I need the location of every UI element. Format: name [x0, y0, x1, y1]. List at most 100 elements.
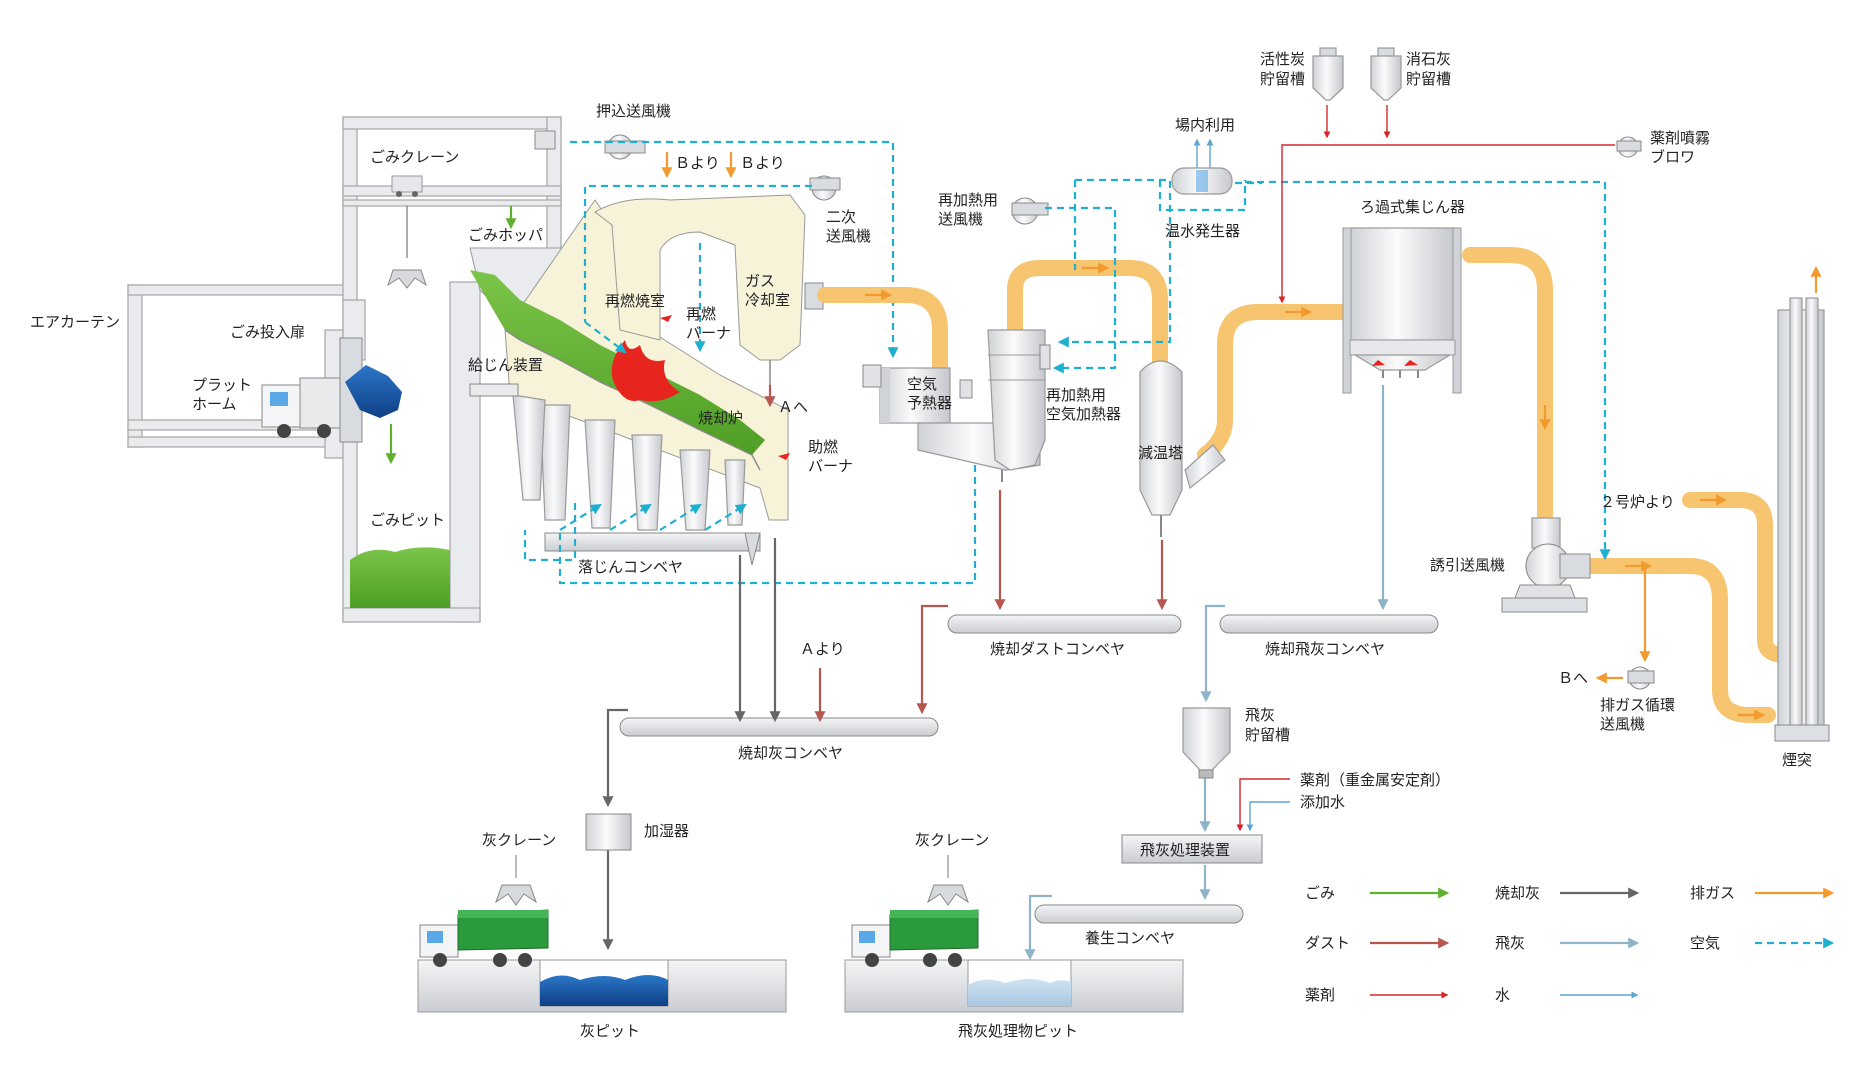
- exhaust-gas-duct-4: [1462, 247, 1553, 538]
- recirc-fan-label-2: 送風機: [1600, 715, 1645, 733]
- push-fan-label: 押込送風機: [596, 102, 671, 120]
- induced-fan-label: 誘引送風機: [1430, 556, 1505, 574]
- crane-trolley: [391, 175, 423, 193]
- fly-ash-product-pit-label: 飛灰処理物ピット: [958, 1022, 1078, 1040]
- cooling-tower-label: 減温塔: [1138, 444, 1183, 462]
- induced-fan-icon: [1501, 517, 1591, 613]
- slaked-lime-label-2: 貯留槽: [1406, 70, 1451, 88]
- dumped-garbage: [345, 365, 402, 418]
- chimney: [1774, 297, 1830, 742]
- air-preheater-label-1: 空気: [907, 375, 937, 393]
- ash-conveyor-belt: [619, 717, 939, 737]
- reheat-fan-label-1: 再加熱用: [938, 191, 998, 209]
- chemical-stabilizer-label: 薬剤（重金属安定剤）: [1300, 771, 1450, 789]
- legend-label-garbage: ごみ: [1305, 884, 1335, 902]
- activated-carbon-silo: [1312, 47, 1344, 101]
- reburn-burner-label-1: 再燃: [686, 305, 716, 323]
- legend-label-dust: ダスト: [1305, 934, 1350, 952]
- receiving-building: [127, 116, 562, 623]
- reburn-burner-icon: [660, 315, 672, 322]
- hot-water-gen-label: 温水発生器: [1165, 222, 1240, 240]
- added-water-label: 添加水: [1300, 793, 1345, 811]
- flame-icon: [611, 340, 680, 402]
- exhaust-gas-duct-1: [817, 287, 948, 383]
- fly-ash-tank-label-1: 飛灰: [1245, 706, 1275, 724]
- gas-cooling-label-1: ガス: [745, 272, 775, 290]
- reheat-fan-label-2: 送風機: [938, 210, 983, 228]
- feeder: [469, 383, 519, 397]
- fly-ash-tank: [1182, 707, 1231, 779]
- legend-label-air: 空気: [1690, 934, 1720, 952]
- reheat-air-heater-label-2: 空気加熱器: [1046, 405, 1121, 423]
- recirc-fan-icon: [1627, 666, 1655, 690]
- exhaust-gas-duct-6: [1682, 492, 1793, 663]
- legend: ごみ焼却灰排ガスダスト飛灰空気薬剤水: [1305, 884, 1835, 1004]
- exhaust-gas-duct-3: [1197, 284, 1368, 463]
- crane-grab-icon: [387, 269, 427, 289]
- garbage-crane-label: ごみクレーン: [370, 148, 459, 166]
- chimney-label: 煙突: [1782, 751, 1812, 769]
- exhaust-gas-duct-5: [1577, 558, 1776, 723]
- bag-filter-label: ろ過式集じん器: [1360, 198, 1465, 216]
- curing-conveyor-label: 養生コンベヤ: [1085, 929, 1175, 947]
- legend-label-water: 水: [1495, 986, 1510, 1004]
- hot-water-generator: [1171, 138, 1233, 195]
- curing-conveyor-belt: [1034, 904, 1244, 924]
- reheat-fan-icon: [1011, 197, 1049, 225]
- bag-filter: [1342, 227, 1462, 394]
- secondary-fan-label-1: 二次: [826, 208, 856, 226]
- ash-in-pit: [540, 975, 668, 1006]
- from-b-2-label: Ｂより: [740, 154, 785, 172]
- legend-label-fly_ash: 飛灰: [1495, 934, 1525, 952]
- to-b-label: Ｂへ: [1558, 669, 1588, 687]
- reheat-air-heater-label-1: 再加熱用: [1046, 386, 1106, 404]
- burn-dust-conveyor-belt: [947, 614, 1182, 634]
- reburn-chamber-label: 再燃焼室: [605, 292, 665, 310]
- diagram-labels: エアカーテン ごみクレーン ごみホッパ ごみ投入扉 プラット ホーム ごみピット…: [30, 50, 1812, 1040]
- from-b-1-label: Ｂより: [675, 154, 720, 172]
- garbage-hopper-label: ごみホッパ: [468, 226, 543, 244]
- onsite-use-label: 場内利用: [1175, 116, 1235, 134]
- fly-ash-conveyor-belt: [1219, 614, 1439, 634]
- humidifier: [585, 813, 632, 851]
- incinerator-label: 焼却炉: [698, 409, 743, 427]
- fly-ash-in-pit: [968, 979, 1071, 1006]
- garbage-door-label: ごみ投入扉: [230, 323, 305, 341]
- chem-spray-blower-label-1: 薬剤噴霧: [1650, 129, 1710, 147]
- secondary-fan-label-2: 送風機: [826, 227, 871, 245]
- air-curtain-label: エアカーテン: [30, 313, 120, 331]
- to-a-label: Ａへ: [778, 398, 808, 416]
- ash-truck-icon: [419, 909, 549, 967]
- ash-pit: [417, 959, 787, 1013]
- garbage-in-pit: [350, 547, 450, 608]
- ash-crane-1-label: 灰クレーン: [482, 831, 556, 849]
- activated-carbon-label-1: 活性炭: [1260, 50, 1305, 68]
- chem-spray-blower-label-2: ブロワ: [1650, 148, 1695, 166]
- drop-conveyor: [544, 532, 761, 552]
- recirc-fan-label-1: 排ガス循環: [1600, 696, 1675, 714]
- cooling-tower: [1139, 360, 1226, 537]
- ash-pit-label: 灰ピット: [580, 1022, 640, 1040]
- legend-label-chemical: 薬剤: [1305, 986, 1335, 1004]
- fly-ash-tank-label-2: 貯留槽: [1245, 726, 1290, 744]
- from-furnace2-label: ２号炉より: [1600, 493, 1675, 511]
- fly-ash-conveyor-label: 焼却飛灰コンベヤ: [1265, 640, 1385, 658]
- fly-ash-processor: [1121, 834, 1263, 864]
- garbage-pit-label: ごみピット: [370, 511, 445, 529]
- secondary-fan-icon: [809, 175, 841, 201]
- platform-label-2: ホーム: [192, 395, 237, 413]
- slaked-lime-silo: [1370, 47, 1402, 101]
- platform-label-1: プラット: [192, 376, 252, 394]
- reheat-air-heater: [987, 329, 1051, 482]
- fly-ash-truck-icon: [851, 909, 979, 967]
- garbage-truck-icon: [261, 377, 341, 438]
- legend-label-ash: 焼却灰: [1495, 884, 1540, 902]
- slaked-lime-label-1: 消石灰: [1406, 50, 1451, 68]
- reburn-chamber: [594, 194, 806, 361]
- ash-crane-2-label: 灰クレーン: [915, 831, 989, 849]
- gas-cooling-label-2: 冷却室: [745, 291, 790, 309]
- incinerator: [469, 194, 824, 566]
- humidifier-label: 加湿器: [644, 822, 689, 840]
- push-fan-icon: [534, 130, 646, 160]
